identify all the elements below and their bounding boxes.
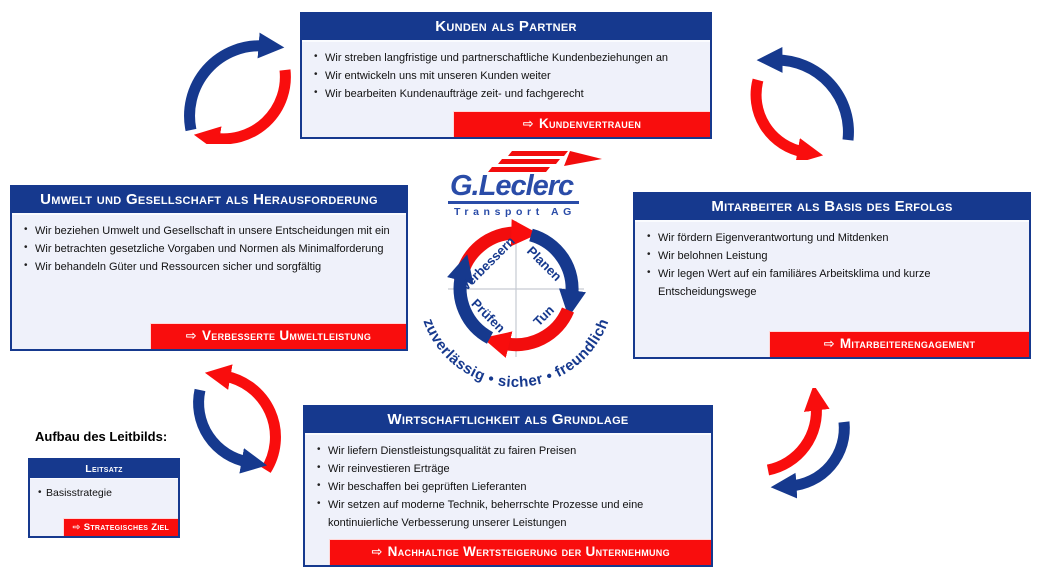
cycle-arc-do-icon — [482, 307, 575, 358]
rotation-arrows-bottom-left-icon — [193, 364, 281, 474]
bullet-item: Wir beziehen Umwelt und Gesellschaft in … — [22, 222, 402, 240]
goal-arrow-icon: ⇨ — [823, 336, 835, 351]
goal-arrow-icon: ⇨ — [185, 328, 197, 343]
box-wirtschaftlichkeit: Wirtschaftlichkeit als Grundlage Wir lie… — [303, 405, 713, 567]
box-kunden-bullets: Wir streben langfristige und partnerscha… — [302, 49, 710, 103]
rotation-arrows-bottom-right-icon — [766, 388, 850, 499]
bullet-item: Wir bearbeiten Kundenaufträge zeit- und … — [312, 85, 706, 103]
logo-name: G.Leclerc — [448, 171, 580, 204]
box-mitarbeiter-title: Mitarbeiter als Basis des Erfolgs — [635, 194, 1029, 222]
rotation-arrows-top-right-icon — [750, 47, 854, 160]
goal-arrow-icon: ⇨ — [72, 522, 81, 533]
box-umwelt-title: Umwelt und Gesellschaft als Herausforder… — [12, 187, 406, 215]
box-wirtschaftlichkeit-title: Wirtschaftlichkeit als Grundlage — [305, 407, 711, 435]
goal-arrow-icon: ⇨ — [522, 116, 534, 131]
bullet-item: Wir fördern Eigenverantwortung und Mitde… — [645, 229, 1025, 247]
goal-label: Nachhaltige Wertsteigerung der Unternehm… — [387, 544, 670, 559]
box-wirtschaftlichkeit-goal-banner: ⇨ Nachhaltige Wertsteigerung der Unterneh… — [329, 539, 711, 565]
cycle-arc-plan-icon — [528, 228, 586, 318]
bullet-item: Wir beschaffen bei geprüften Lieferanten — [315, 478, 707, 496]
legend-goal-banner: ⇨Strategisches Ziel — [62, 518, 178, 536]
box-umwelt-bullets: Wir beziehen Umwelt und Gesellschaft in … — [12, 222, 406, 276]
bullet-item: Wir setzen auf moderne Technik, beherrsc… — [315, 496, 707, 532]
legend-bullets: Basisstrategie — [30, 485, 178, 502]
legend-bullet-item: Basisstrategie — [36, 485, 174, 502]
bullet-item: Wir reinvestieren Erträge — [315, 460, 707, 478]
box-wirtschaftlichkeit-bullets: Wir liefern Dienstleistungsqualität zu f… — [305, 442, 711, 532]
box-mitarbeiter-goal-banner: ⇨ Mitarbeiterengagement — [768, 331, 1029, 357]
goal-label: Verbesserte Umweltleistung — [201, 328, 372, 343]
bullet-item: Wir legen Wert auf ein familiäres Arbeit… — [645, 265, 1025, 301]
cycle-arc-check-icon — [447, 254, 494, 344]
rotation-arrows-top-left-icon — [184, 32, 291, 144]
goal-arrow-icon: ⇨ — [371, 544, 383, 559]
box-mitarbeiter-bullets: Wir fördern Eigenverantwortung und Mitde… — [635, 229, 1029, 301]
bullet-item: Wir belohnen Leistung — [645, 247, 1025, 265]
box-kunden-goal-banner: ⇨ Kundenvertrauen — [452, 111, 710, 137]
legend-box: Leitsatz Basisstrategie ⇨Strategisches Z… — [28, 458, 180, 538]
bullet-item: Wir streben langfristige und partnerscha… — [312, 49, 706, 67]
company-logo: G.Leclerc Transport AG — [448, 151, 618, 218]
box-kunden: Kunden als Partner Wir streben langfrist… — [300, 12, 712, 139]
box-umwelt: Umwelt und Gesellschaft als Herausforder… — [10, 185, 408, 351]
box-kunden-title: Kunden als Partner — [302, 14, 710, 42]
logo-subtitle: Transport AG — [454, 206, 576, 218]
box-mitarbeiter: Mitarbeiter als Basis des Erfolgs Wir fö… — [633, 192, 1031, 359]
box-umwelt-goal-banner: ⇨ Verbesserte Umweltleistung — [149, 323, 406, 349]
bullet-item: Wir liefern Dienstleistungsqualität zu f… — [315, 442, 707, 460]
legend-header: Leitsatz — [30, 460, 178, 479]
goal-label: Mitarbeiterengagement — [839, 336, 976, 351]
bullet-item: Wir betrachten gesetzliche Vorgaben und … — [22, 240, 402, 258]
legend-caption: Aufbau des Leitbilds: — [35, 429, 168, 444]
bullet-item: Wir entwickeln uns mit unseren Kunden we… — [312, 67, 706, 85]
logo-speed-arrow-icon — [488, 151, 602, 172]
bullet-item: Wir behandeln Güter und Ressourcen siche… — [22, 258, 402, 276]
pdca-cycle: Verbessern Planen Prüfen Tun zuverlässig… — [420, 219, 612, 391]
goal-label: Kundenvertrauen — [538, 116, 642, 131]
goal-label: Strategisches Ziel — [83, 522, 170, 533]
